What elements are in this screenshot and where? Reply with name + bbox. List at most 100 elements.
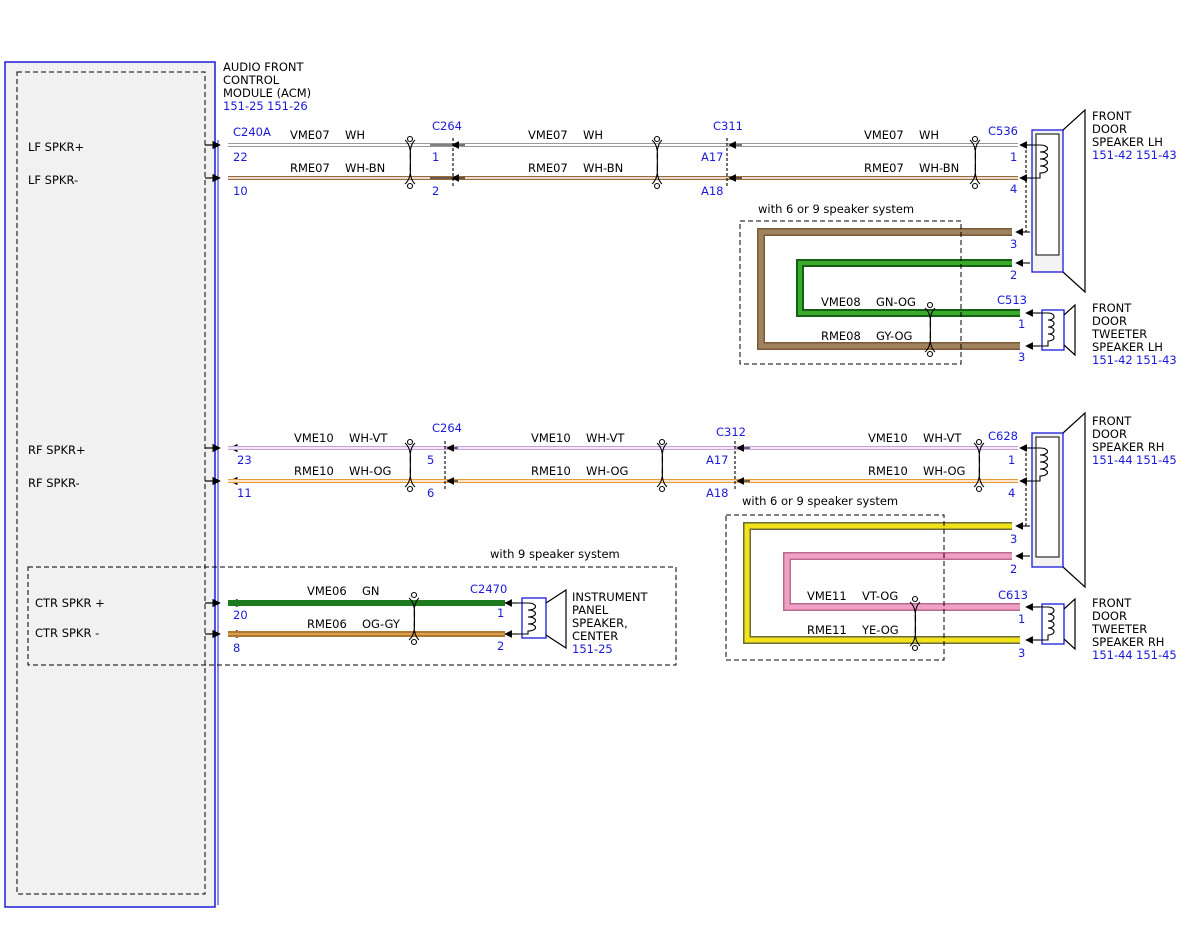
speaker-lh-label-1: FRONT [1092, 109, 1132, 123]
circuit-id: RME08 [821, 329, 861, 343]
pin-label-rf-spkr-plus: RF SPKR+ [28, 443, 86, 457]
connector-c312-label[interactable]: C312 [716, 425, 746, 439]
pin-c628-2: 2 [1010, 562, 1017, 576]
module-name-line-1: AUDIO FRONT [223, 60, 304, 74]
circuit-id: VME07 [290, 128, 330, 142]
speaker-lh-label-3: SPEAKER LH [1092, 135, 1163, 149]
module-inner-boundary [16, 71, 206, 895]
instrument-panel-speaker-center[interactable] [518, 588, 567, 650]
option-label-6-or-9-rh: with 6 or 9 speaker system [742, 494, 898, 508]
connector-c311-label[interactable]: C311 [713, 119, 743, 133]
circuit-color: WH-OG [349, 464, 391, 478]
circuit-id: VME06 [307, 584, 347, 598]
circuit-id: VME11 [807, 589, 847, 603]
pin-c613-1: 1 [1018, 612, 1025, 626]
speaker-lh-ref-1[interactable]: 151-42 [1092, 148, 1133, 162]
tweeter-rh-label-4: SPEAKER RH [1092, 635, 1164, 649]
pin-c264-6: 6 [427, 486, 434, 500]
wires [228, 143, 1020, 644]
circuit-color: WH [919, 128, 939, 142]
circuit-id: RME10 [868, 464, 908, 478]
circuit-id: RME07 [864, 161, 904, 175]
circuit-id: RME07 [290, 161, 330, 175]
connector-c628-label[interactable]: C628 [988, 429, 1018, 443]
circuit-id: RME11 [807, 623, 847, 637]
tweeter-lh-ref-2[interactable]: 151-43 [1136, 353, 1177, 367]
speaker-rh-ref-2[interactable]: 151-45 [1136, 453, 1177, 467]
tweeter-lh-label-1: FRONT [1092, 301, 1132, 315]
wire-vme08[interactable] [796, 259, 1020, 317]
circuit-color: WH-VT [586, 431, 625, 445]
twisted-pair-symbols [404, 135, 985, 652]
circuit-color: WH-BN [345, 161, 385, 175]
front-door-tweeter-rh[interactable] [1040, 597, 1076, 651]
circuit-id: RME07 [528, 161, 568, 175]
center-speaker-ref-1[interactable]: 151-25 [572, 642, 613, 656]
circuit-color: OG-GY [362, 617, 401, 631]
module-ref-2[interactable]: 151-26 [267, 99, 308, 113]
pin-acm-20: 20 [233, 608, 248, 622]
option-box-9-center [27, 566, 677, 666]
pin-c2470-2: 2 [497, 639, 504, 653]
connector-c513-label[interactable]: C513 [997, 293, 1027, 307]
tweeter-rh-label-2: DOOR [1092, 609, 1127, 623]
circuit-color: VT-OG [862, 589, 898, 603]
pin-c536-2: 2 [1010, 268, 1017, 282]
front-door-speaker-rh[interactable] [1024, 411, 1086, 589]
tweeter-rh-ref-2[interactable]: 151-45 [1136, 648, 1177, 662]
inline-connectors [430, 138, 1040, 644]
circuit-id: VME10 [531, 431, 571, 445]
pin-label-lf-spkr-minus: LF SPKR- [28, 173, 78, 187]
option-box-6-or-9-lh [739, 220, 962, 365]
pin-c513-1: 1 [1018, 317, 1025, 331]
pin-label-ctr-spkr-plus: CTR SPKR + [35, 596, 105, 610]
circuit-color: WH-OG [923, 464, 965, 478]
wire-rme08[interactable] [757, 228, 1020, 350]
circuit-id: RME06 [307, 617, 347, 631]
audio-front-control-module[interactable] [4, 61, 219, 908]
circuit-id: VME10 [868, 431, 908, 445]
speaker-lh-ref-2[interactable]: 151-43 [1136, 148, 1177, 162]
module-side-arrows [229, 443, 245, 639]
pin-c311-a18: A18 [701, 184, 724, 198]
pin-c513-3: 3 [1018, 350, 1025, 364]
option-label-6-or-9-lh: with 6 or 9 speaker system [758, 202, 914, 216]
pin-c536-1: 1 [1010, 150, 1017, 164]
circuit-id: RME10 [294, 464, 334, 478]
connector-c536-label[interactable]: C536 [988, 124, 1018, 138]
connector-c2470-label[interactable]: C2470 [470, 582, 507, 596]
pin-label-lf-spkr-plus: LF SPKR+ [28, 140, 84, 154]
circuit-id: RME10 [531, 464, 571, 478]
tweeter-lh-ref-1[interactable]: 151-42 [1092, 353, 1133, 367]
wire-vme11[interactable] [783, 552, 1020, 611]
module-outline [4, 61, 216, 908]
pin-label-ctr-spkr-minus: CTR SPKR - [35, 626, 99, 640]
front-door-speaker-lh[interactable] [1024, 108, 1086, 294]
pin-c264-5: 5 [427, 453, 434, 467]
circuit-color: WH-BN [583, 161, 623, 175]
module-ref-1[interactable]: 151-25 [223, 99, 264, 113]
speaker-rh-label-3: SPEAKER RH [1092, 440, 1164, 454]
center-speaker-label-4: CENTER [572, 629, 618, 643]
pin-acm-11: 11 [237, 486, 252, 500]
circuit-color: WH [345, 128, 365, 142]
module-name-line-2: CONTROL [223, 73, 280, 87]
circuit-color: GY-OG [876, 329, 912, 343]
speaker-coil-icon [518, 602, 537, 635]
speaker-lh-label-2: DOOR [1092, 122, 1127, 136]
wire-rme11[interactable] [743, 522, 1020, 644]
tweeter-coil-icon [1040, 606, 1055, 641]
pin-c312-a17: A17 [706, 453, 729, 467]
connector-c264-lower-label[interactable]: C264 [432, 421, 462, 435]
speaker-rh-ref-1[interactable]: 151-44 [1092, 453, 1133, 467]
circuit-color: WH [583, 128, 603, 142]
option-label-9-center: with 9 speaker system [490, 547, 620, 561]
connector-c240a-label[interactable]: C240A [233, 125, 271, 139]
tweeter-lh-label-2: DOOR [1092, 314, 1127, 328]
tweeter-rh-ref-1[interactable]: 151-44 [1092, 648, 1133, 662]
speaker-rh-label-1: FRONT [1092, 414, 1132, 428]
connector-c613-label[interactable]: C613 [998, 588, 1028, 602]
connector-c264-upper-label[interactable]: C264 [432, 119, 462, 133]
pin-c628-1: 1 [1008, 453, 1015, 467]
front-door-tweeter-lh[interactable] [1040, 303, 1076, 357]
